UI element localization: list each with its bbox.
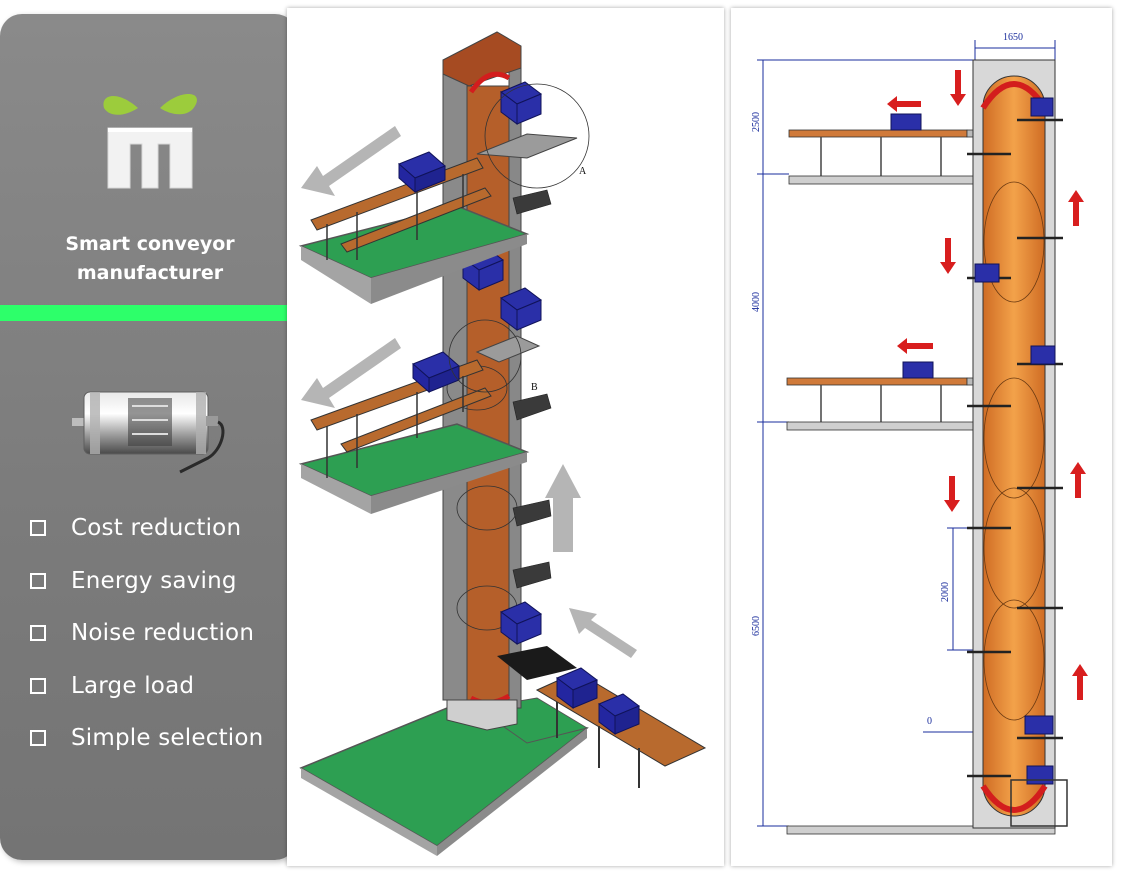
feature-label: Simple selection bbox=[71, 725, 264, 752]
arrow-in-bottom-icon bbox=[569, 608, 637, 658]
dim-pitch: 2000 bbox=[940, 582, 951, 602]
arrow-up-3-icon bbox=[1072, 664, 1088, 700]
isometric-view-panel: A B bbox=[287, 8, 724, 866]
feature-item: Energy saving bbox=[30, 555, 263, 608]
arrow-up-2-icon bbox=[1070, 462, 1086, 498]
inbound-conveyor bbox=[497, 646, 707, 788]
accent-divider bbox=[0, 305, 297, 321]
arrow-up-1-icon bbox=[1068, 190, 1084, 226]
feature-label: Cost reduction bbox=[71, 515, 242, 542]
feature-item: Noise reduction bbox=[30, 607, 263, 660]
feature-item: Cost reduction bbox=[30, 502, 263, 555]
arrow-left-top-icon bbox=[887, 96, 921, 112]
arrow-left-mid-icon bbox=[897, 338, 933, 354]
feature-item: Large load bbox=[30, 660, 263, 713]
elevation-drawing: 1650 2500 4000 6500 2000 0 bbox=[751, 32, 1088, 835]
dim-height-2: 4000 bbox=[751, 292, 762, 312]
red-flow-arrows bbox=[887, 70, 1088, 700]
tagline-line-1: Smart conveyor bbox=[65, 233, 235, 255]
checkbox-icon bbox=[30, 520, 46, 537]
dim-height-3: 6500 bbox=[751, 616, 762, 636]
feature-list: Cost reduction Energy saving Noise reduc… bbox=[30, 502, 263, 765]
motor-roller-icon bbox=[72, 391, 225, 474]
base-plate bbox=[786, 825, 1056, 835]
arrow-out-top-icon bbox=[301, 126, 401, 196]
elevation-view-panel: 1650 2500 4000 6500 2000 0 bbox=[731, 8, 1112, 866]
dim-top-width: 1650 bbox=[1003, 32, 1023, 43]
feature-label: Energy saving bbox=[71, 567, 237, 594]
feature-item: Simple selection bbox=[30, 712, 263, 765]
callout-a: A bbox=[579, 166, 587, 177]
elevation-tower bbox=[967, 59, 1068, 829]
checkbox-icon bbox=[30, 625, 46, 642]
checkbox-icon bbox=[30, 730, 46, 747]
upper-shelf bbox=[298, 83, 590, 304]
tagline-line-2: manufacturer bbox=[76, 262, 224, 284]
arrow-up-shaft-icon bbox=[553, 496, 573, 552]
flow-arrows bbox=[301, 126, 637, 658]
feature-label: Noise reduction bbox=[71, 620, 255, 647]
middle-shelf bbox=[298, 319, 541, 514]
dim-height-1: 2500 bbox=[751, 112, 762, 132]
dim-zero: 0 bbox=[927, 716, 932, 727]
elevation-upper-shelf bbox=[788, 113, 1014, 185]
isometric-lift-diagram: A B bbox=[298, 31, 707, 856]
arrow-down-3-icon bbox=[944, 476, 960, 512]
sidebar: Smart conveyor manufacturer Cost reducti… bbox=[0, 14, 297, 860]
arrow-out-middle-icon bbox=[301, 338, 401, 408]
checkbox-icon bbox=[30, 572, 46, 589]
callout-b: B bbox=[531, 382, 538, 393]
arrow-down-1-icon bbox=[950, 70, 966, 106]
checkbox-icon bbox=[30, 677, 46, 694]
arrow-down-2-icon bbox=[940, 238, 956, 274]
tagline: Smart conveyor manufacturer bbox=[20, 230, 280, 288]
feature-label: Large load bbox=[71, 672, 195, 699]
company-logo-icon bbox=[103, 94, 197, 189]
